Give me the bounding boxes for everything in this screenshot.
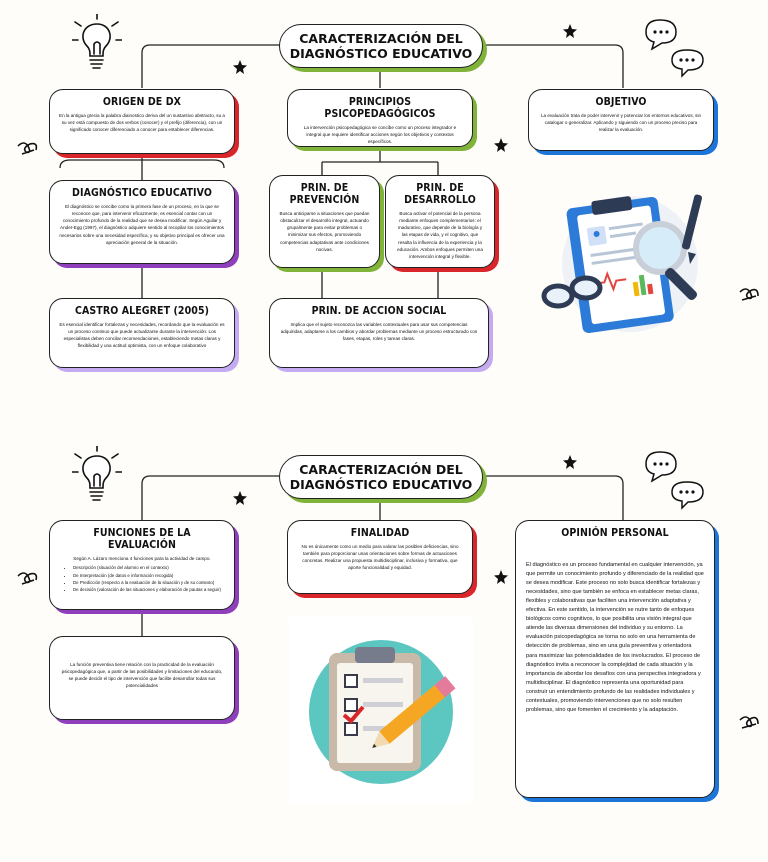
- card-title: OPINIÓN PERSONAL: [561, 527, 669, 539]
- card-title: PRIN. DE PREVENCIÓN: [289, 182, 360, 207]
- clipboard-report-icon: [541, 194, 703, 334]
- card-text: No es únicamente como un medio para valo…: [301, 544, 459, 571]
- diagnostico-card: DIAGNÓSTICO EDUCATIVO El diagnóstico se …: [49, 180, 235, 264]
- card-text: Busca activar el potencial de la persona…: [397, 211, 483, 259]
- checklist-clipboard-icon: [289, 617, 473, 803]
- pen-icon: [681, 194, 703, 264]
- card-text: Es esencial identificar fortalezas y nec…: [59, 322, 225, 349]
- page-title: CARACTERIZACIÓN DEL DIAGNÓSTICO EDUCATIV…: [279, 24, 483, 68]
- star-icon: [233, 60, 247, 74]
- list-item: De Predicción (respecto a la evaluación …: [73, 579, 225, 586]
- origen-card: ORIGEN DE DX En la antigua grecia la pal…: [49, 89, 235, 154]
- prevencion-card: PRIN. DE PREVENCIÓN Busca anticiparse a …: [269, 175, 380, 268]
- speech-bubble-icon: [645, 451, 704, 510]
- desarrollo-card: PRIN. DE DESARROLLO Busca activar el pot…: [385, 175, 495, 268]
- swirl-icon: [739, 716, 759, 729]
- card-text: En la antigua grecia la palabra diainost…: [59, 113, 225, 133]
- card-text: La intervención psicopedagógica se conci…: [303, 125, 457, 145]
- card-title: OBJETIVO: [595, 96, 647, 108]
- card-title: FINALIDAD: [350, 527, 410, 539]
- finalidad-card: FINALIDAD No es únicamente como un medio…: [287, 520, 473, 594]
- card-text: La función preventiva tiene relación con…: [61, 662, 223, 689]
- star-icon: [494, 570, 508, 584]
- principios-card: PRINCIPIOS PSICOPEDAGÓGICOS La intervenc…: [287, 89, 473, 147]
- card-title: FUNCIONES DE LA EVALUACIÓN: [93, 527, 191, 552]
- title-text: CARACTERIZACIÓN DEL DIAGNÓSTICO EDUCATIV…: [289, 462, 473, 492]
- card-title: PRINCIPIOS PSICOPEDAGÓGICOS: [324, 96, 436, 121]
- funciones-card: FUNCIONES DE LA EVALUACIÓN Según A. Láza…: [49, 520, 235, 610]
- card-title: PRIN. DE ACCION SOCIAL: [311, 305, 447, 317]
- card-intro: Según A. Lázaro menciona 4 funciones par…: [73, 556, 211, 562]
- glasses-icon: [541, 275, 603, 309]
- card-text: El diagnóstico se concibe como la primer…: [59, 204, 225, 245]
- card-text: Implica que el sujeto reconozca las vari…: [280, 322, 478, 342]
- star-icon: [233, 491, 247, 505]
- accion-card: PRIN. DE ACCION SOCIAL Implica que el su…: [269, 298, 489, 368]
- list-item: De decisión (valoración de las situacion…: [73, 586, 225, 593]
- swirl-icon: [739, 288, 759, 301]
- card-title: DIAGNÓSTICO EDUCATIVO: [72, 187, 212, 199]
- card-text: El diagnóstico es un proceso fundamental…: [526, 562, 704, 713]
- list-item: De Interpretación (de datos e informació…: [73, 572, 225, 579]
- card-title: CASTRO ALEGRET (2005): [74, 305, 210, 317]
- star-icon: [563, 24, 577, 38]
- lightbulb-icon: [72, 446, 122, 501]
- swirl-icon: [17, 142, 38, 155]
- star-icon: [494, 138, 508, 152]
- card-title: ORIGEN DE DX: [102, 96, 182, 108]
- objetivo-card: OBJETIVO La evaluación trata de poder in…: [528, 89, 714, 151]
- star-icon: [563, 455, 577, 469]
- castro-card: CASTRO ALEGRET (2005) Es esencial identi…: [49, 298, 235, 368]
- pencil-icon: [372, 676, 456, 748]
- list-item: Descripción (situación del alumno en el …: [73, 564, 225, 571]
- swirl-icon: [17, 572, 38, 585]
- preventiva-card: La función preventiva tiene relación con…: [49, 636, 235, 720]
- card-text: La evaluación trata de poder intervenir …: [540, 113, 702, 133]
- section-title: CARACTERIZACIÓN DEL DIAGNÓSTICO EDUCATIV…: [279, 455, 483, 499]
- opinion-card: OPINIÓN PERSONAL El diagnóstico es un pr…: [515, 520, 715, 798]
- lightbulb-icon: [72, 14, 122, 69]
- card-title: PRIN. DE DESARROLLO: [404, 182, 476, 207]
- card-text: Busca anticiparse a situaciones que pued…: [279, 211, 370, 252]
- speech-bubble-icon: [645, 19, 704, 78]
- funciones-list: Descripción (situación del alumno en el …: [59, 564, 225, 593]
- title-text: CARACTERIZACIÓN DEL DIAGNÓSTICO EDUCATIV…: [289, 31, 473, 61]
